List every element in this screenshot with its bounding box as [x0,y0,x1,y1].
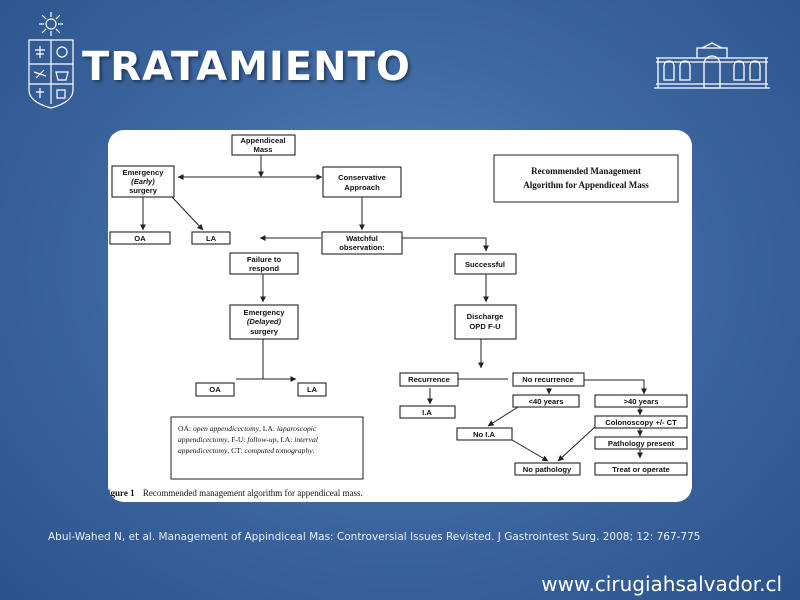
abbreviation-run: computed tomography [244,446,313,455]
abbreviation-run: laparoscopic [277,424,317,433]
node-label: Approach [344,183,380,192]
node-la-delayed: LA [297,382,327,397]
reference-citation: Abul-Wahed N, et al. Management of Appin… [48,531,701,543]
university-crest-logo [28,12,74,109]
node-label: OA [209,385,221,394]
node-label: OPD F-U [469,322,501,331]
node-ia: I.A [399,405,456,419]
abbreviation-text: OA: open appendicectomy, LA: laparoscopi… [178,424,318,455]
node-la-early: LA [191,231,231,245]
node-no-recurrence: No recurrence [512,372,585,387]
abbreviation-run: , F-U: [227,435,247,444]
abbreviation-run: , I.A: [277,435,295,444]
node-oa-delayed: OA [195,382,235,397]
node-label: Treat or operate [612,465,669,474]
node-label: Recurrence [408,375,450,384]
abbreviation-run: interval [294,435,318,444]
building-logo [654,42,770,89]
node-no-pathology: No pathology [514,462,581,476]
algorithm-title-line2: Algorithm for Appendiceal Mass [523,180,649,190]
abbreviation-run: . [313,446,315,455]
algorithm-figure: Recommended Management Algorithm for App… [108,130,692,502]
node-treat-or-operate: Treat or operate [594,462,688,476]
abbreviation-run: , CT: [227,446,244,455]
node-label: (Early) [131,177,155,186]
node-label: observation: [339,243,385,252]
node-label: Appendiceal [240,136,285,145]
algorithm-title-box: Recommended Management Algorithm for App… [493,154,679,203]
node-label: No pathology [523,465,572,474]
abbreviation-legend: OA: open appendicectomy, LA: laparoscopi… [170,416,364,480]
node-emergency-early-surgery: Emergency (Early) surgery [111,165,175,198]
node-label: Emergency [244,308,286,317]
node-pathology-present: Pathology present [594,436,688,450]
node-label: I.A [422,408,432,417]
node-label: respond [249,264,279,273]
node-label: Discharge [467,312,504,321]
node-oa-early: OA [109,231,171,245]
flowchart-edges [140,155,647,462]
abbreviation-run: , LA: [259,424,277,433]
abbreviation-run: open appendicectomy [193,424,260,433]
node-label: Successful [465,260,505,269]
node-label: Mass [254,145,273,154]
node-colonoscopy-ct: Colonoscopy +/- CT [594,415,688,429]
abbreviation-run: OA: [178,424,193,433]
website-url[interactable]: www.cirugiahsalvador.cl [541,572,782,596]
node-watchful-observation: Watchful observation: [321,231,403,255]
node-label: LA [307,385,318,394]
node-label: surgery [250,327,279,336]
figure-caption: igure 1 Recommended management algorithm… [108,488,363,498]
node-appendiceal-mass: Appendiceal Mass [231,134,296,156]
node-label: No recurrence [522,375,574,384]
algorithm-flowchart: Recommended Management Algorithm for App… [108,134,688,498]
node-label: <40 years [529,397,564,406]
figure-caption-label: igure 1 [108,488,135,498]
node-recurrence: Recurrence [399,372,459,387]
abbreviation-run: appendicectomy [178,435,228,444]
node-label: OA [134,234,146,243]
node-failure-to-respond: Failure to respond [229,252,299,275]
node-label: Failure to [247,255,282,264]
node-label: Emergency [123,168,165,177]
node-under-40-years: <40 years [512,394,580,408]
node-over-40-years: >40 years [594,394,688,408]
node-label: LA [206,234,217,243]
algorithm-title-line1: Recommended Management [531,166,641,176]
node-label: No I.A [473,430,495,439]
figure-caption-text: Recommended management algorithm for app… [143,488,363,498]
abbreviation-run: appendicectomy [178,446,228,455]
node-label: Conservative [338,173,386,182]
node-emergency-delayed-surgery: Emergency (Delayed) surgery [229,304,299,340]
node-label: Pathology present [608,439,675,448]
node-label: >40 years [624,397,659,406]
node-label: Colonoscopy +/- CT [605,418,677,427]
node-label: (Delayed) [247,317,282,326]
node-label: Watchful [346,234,378,243]
slide-title: TRATAMIENTO [82,44,411,90]
node-successful: Successful [454,253,517,275]
node-conservative-approach: Conservative Approach [322,166,402,198]
node-discharge-opd: Discharge OPD F-U [454,304,517,340]
node-label: surgery [129,186,158,195]
abbreviation-run: follow-up [247,435,276,444]
node-no-ia: No I.A [456,427,513,441]
